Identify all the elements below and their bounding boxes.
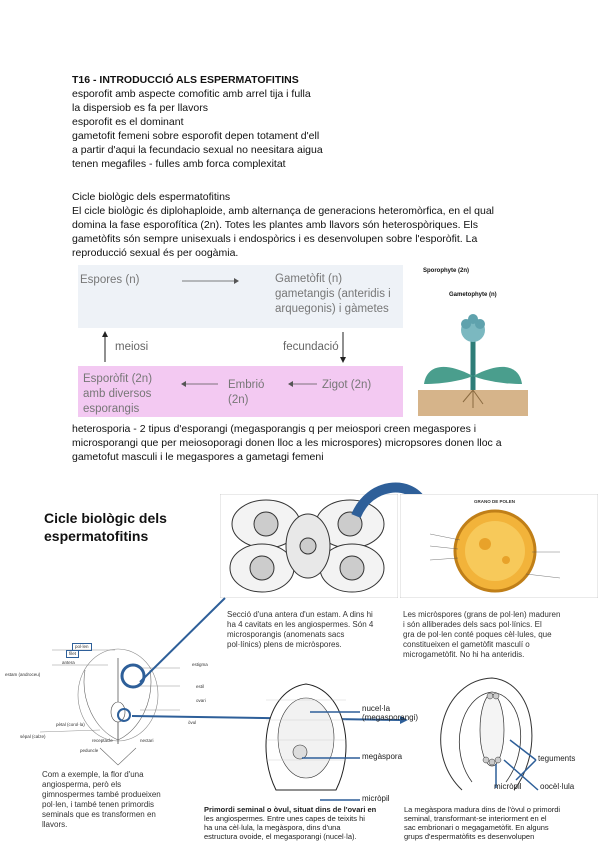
ovul-label: òvul bbox=[188, 720, 197, 725]
ovul-pointer-lines bbox=[302, 711, 360, 801]
gametophyte-label: Gametophyte (n) bbox=[449, 292, 497, 298]
nectari-label: nectari bbox=[140, 738, 154, 743]
heterosporia-block: heterosporia - 2 tipus d'esporangi (mega… bbox=[72, 423, 502, 463]
nucela-label: nucel·la (megasporangi) bbox=[362, 704, 419, 722]
note-line: la dispersiob es fa per llavors bbox=[72, 102, 208, 114]
cycle-top-panel bbox=[78, 265, 403, 328]
micropil-label: micròpil bbox=[362, 794, 390, 803]
pollen-grain-illustration bbox=[400, 494, 598, 598]
espores-label: Espores (n) bbox=[80, 274, 140, 286]
ovari-label: ovari bbox=[196, 698, 206, 703]
grain-title: GRANO DE POLEN bbox=[474, 499, 516, 504]
petal-label: pètal (corol·la) bbox=[56, 722, 85, 727]
note-line: esporofit amb aspecte comofitic amb arre… bbox=[72, 88, 311, 100]
teguments-label: teguments bbox=[538, 754, 576, 763]
arrow-down-icon bbox=[340, 332, 346, 363]
micropil2-label: micròpil bbox=[494, 782, 522, 791]
megaspora-label: megàspora bbox=[362, 752, 403, 761]
section-title: Cicle biològic dels espermatofitins bbox=[72, 191, 231, 203]
gametofit-label: Gametòfit (n) gametangis (anteridis i ar… bbox=[275, 273, 391, 315]
megaspora-caption: La megàspora madura dins de l'òvul o pri… bbox=[404, 805, 561, 841]
arrow-up-icon bbox=[102, 331, 108, 362]
sporophyte-label: Sporophyte (2n) bbox=[423, 268, 469, 274]
filet-label: filet bbox=[66, 650, 80, 658]
polen-label: pol·len bbox=[72, 643, 92, 651]
arrow-right-icon bbox=[182, 278, 239, 284]
peduncle-label: peduncle bbox=[80, 748, 99, 753]
antera-caption: Secció d'una antera d'un estam. A dins h… bbox=[227, 610, 374, 649]
note-line: gametofit femeni sobre esporofit depen t… bbox=[72, 130, 320, 142]
sac-embrionari-illustration bbox=[440, 677, 533, 791]
micro-caption: Les micròspores (grans de pol·len) madur… bbox=[403, 610, 561, 659]
page-title: T16 - INTRODUCCIÓ ALS ESPERMATOFITINS bbox=[72, 74, 299, 86]
antera-section-illustration bbox=[220, 494, 398, 598]
primordi-caption: Primordi seminal o òvul, situat dins de … bbox=[204, 805, 377, 841]
paragraph-line: El cicle biològic és diplohaploide, amb … bbox=[72, 205, 495, 217]
estil-label: estil bbox=[196, 684, 205, 689]
paragraph-line: domina la fase esporofítica (2n). Totes … bbox=[72, 219, 479, 231]
ovul-illustration bbox=[265, 683, 347, 791]
zigot-label: Zigot (2n) bbox=[322, 379, 372, 391]
sepal-label: sèpal (calze) bbox=[20, 734, 46, 739]
paragraph-line: reproducció sexual és per oogàmia. bbox=[72, 247, 239, 259]
esporofit-label: Esporòfit (2n) amb diversos esporangis bbox=[83, 373, 153, 415]
note-line: a partir d'aqui la fecundacio sexual no … bbox=[72, 144, 323, 156]
flor-caption: Com a exemple, la flor d'una angiosperma… bbox=[42, 770, 161, 829]
flower-illustration bbox=[39, 648, 180, 766]
receptacle-label: receptacle bbox=[92, 738, 113, 743]
oocel-label: oocèl·lula bbox=[540, 782, 575, 791]
sporophyte-illustration bbox=[418, 314, 528, 416]
arrow-left-icon bbox=[288, 381, 317, 387]
antera-label: antera bbox=[62, 660, 75, 665]
embrio-label: Embrió (2n) bbox=[228, 379, 265, 406]
meiosi-label: meiosi bbox=[115, 341, 149, 353]
slide-title: Cicle biològic dels espermatofitins bbox=[44, 510, 167, 544]
cicle-block: Cicle biològic dels espermatofitins El c… bbox=[72, 190, 542, 260]
arrow-left-icon bbox=[181, 381, 218, 387]
sac-pointer-lines bbox=[495, 739, 539, 791]
note-line: tenen megafiles - fulles amb forca compl… bbox=[72, 158, 286, 170]
note-line: esporofit es el dominant bbox=[72, 116, 184, 128]
estam-label: estam (androceu) bbox=[5, 672, 41, 677]
fecundacio-label: fecundació bbox=[283, 341, 339, 353]
cycle-bottom-panel bbox=[78, 366, 403, 417]
header-block: T16 - INTRODUCCIÓ ALS ESPERMATOFITINS es… bbox=[72, 73, 542, 171]
estigma-label: estigma bbox=[192, 662, 208, 667]
paragraph-line: gametòfits són sempre unisexuals i endos… bbox=[72, 233, 478, 245]
connector-lines bbox=[131, 597, 408, 724]
